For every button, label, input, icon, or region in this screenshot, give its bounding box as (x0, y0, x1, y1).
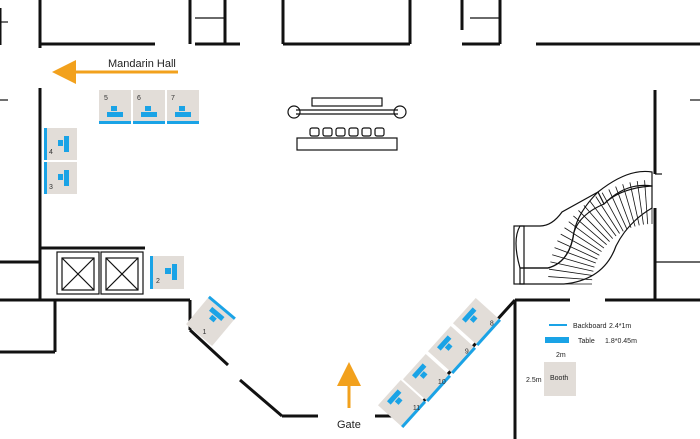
booth: 11 (377, 379, 427, 429)
booth: 4 (44, 128, 77, 160)
booth: 5 (99, 90, 131, 124)
booth-number: 4 (49, 149, 53, 156)
mandarin-hall-label: Mandarin Hall (108, 58, 176, 70)
booth-number: 10 (438, 379, 446, 386)
legend: Backboard 2.4*1m Table 1.8*0.45m 2m 2.5m… (526, 323, 637, 396)
booth-number: 1 (203, 329, 207, 336)
gate-label: Gate (337, 419, 361, 431)
booth-number: 2 (156, 278, 160, 285)
legend-backboard-label: Backboard (573, 323, 607, 330)
legend-booth-width: 2m (556, 352, 566, 359)
elevators (56, 251, 144, 295)
legend-backboard-size: 2.4*1m (609, 323, 631, 330)
booth-number: 9 (465, 349, 469, 356)
booth: 1 (186, 295, 236, 346)
legend-booth-depth: 2.5m (526, 377, 542, 384)
booth-number: 5 (104, 95, 108, 102)
booth-number: 7 (171, 95, 175, 102)
booth: 7 (167, 90, 199, 124)
legend-booth-label: Booth (550, 375, 568, 382)
booth-number: 8 (490, 321, 494, 328)
booth: 10 (402, 353, 452, 403)
booth: 8 (452, 297, 502, 347)
legend-table-label: Table (578, 338, 595, 345)
legend-table-size: 1.8*0.45m (605, 338, 637, 345)
booth: 3 (44, 162, 77, 194)
booth-number: 11 (413, 405, 420, 412)
booth: 6 (133, 90, 165, 124)
stage (287, 97, 407, 151)
booth: 2 (150, 256, 184, 289)
booth-number: 6 (137, 95, 141, 102)
booth-number: 3 (49, 184, 53, 191)
booth: 9 (427, 325, 477, 375)
spiral-staircase (513, 170, 653, 285)
